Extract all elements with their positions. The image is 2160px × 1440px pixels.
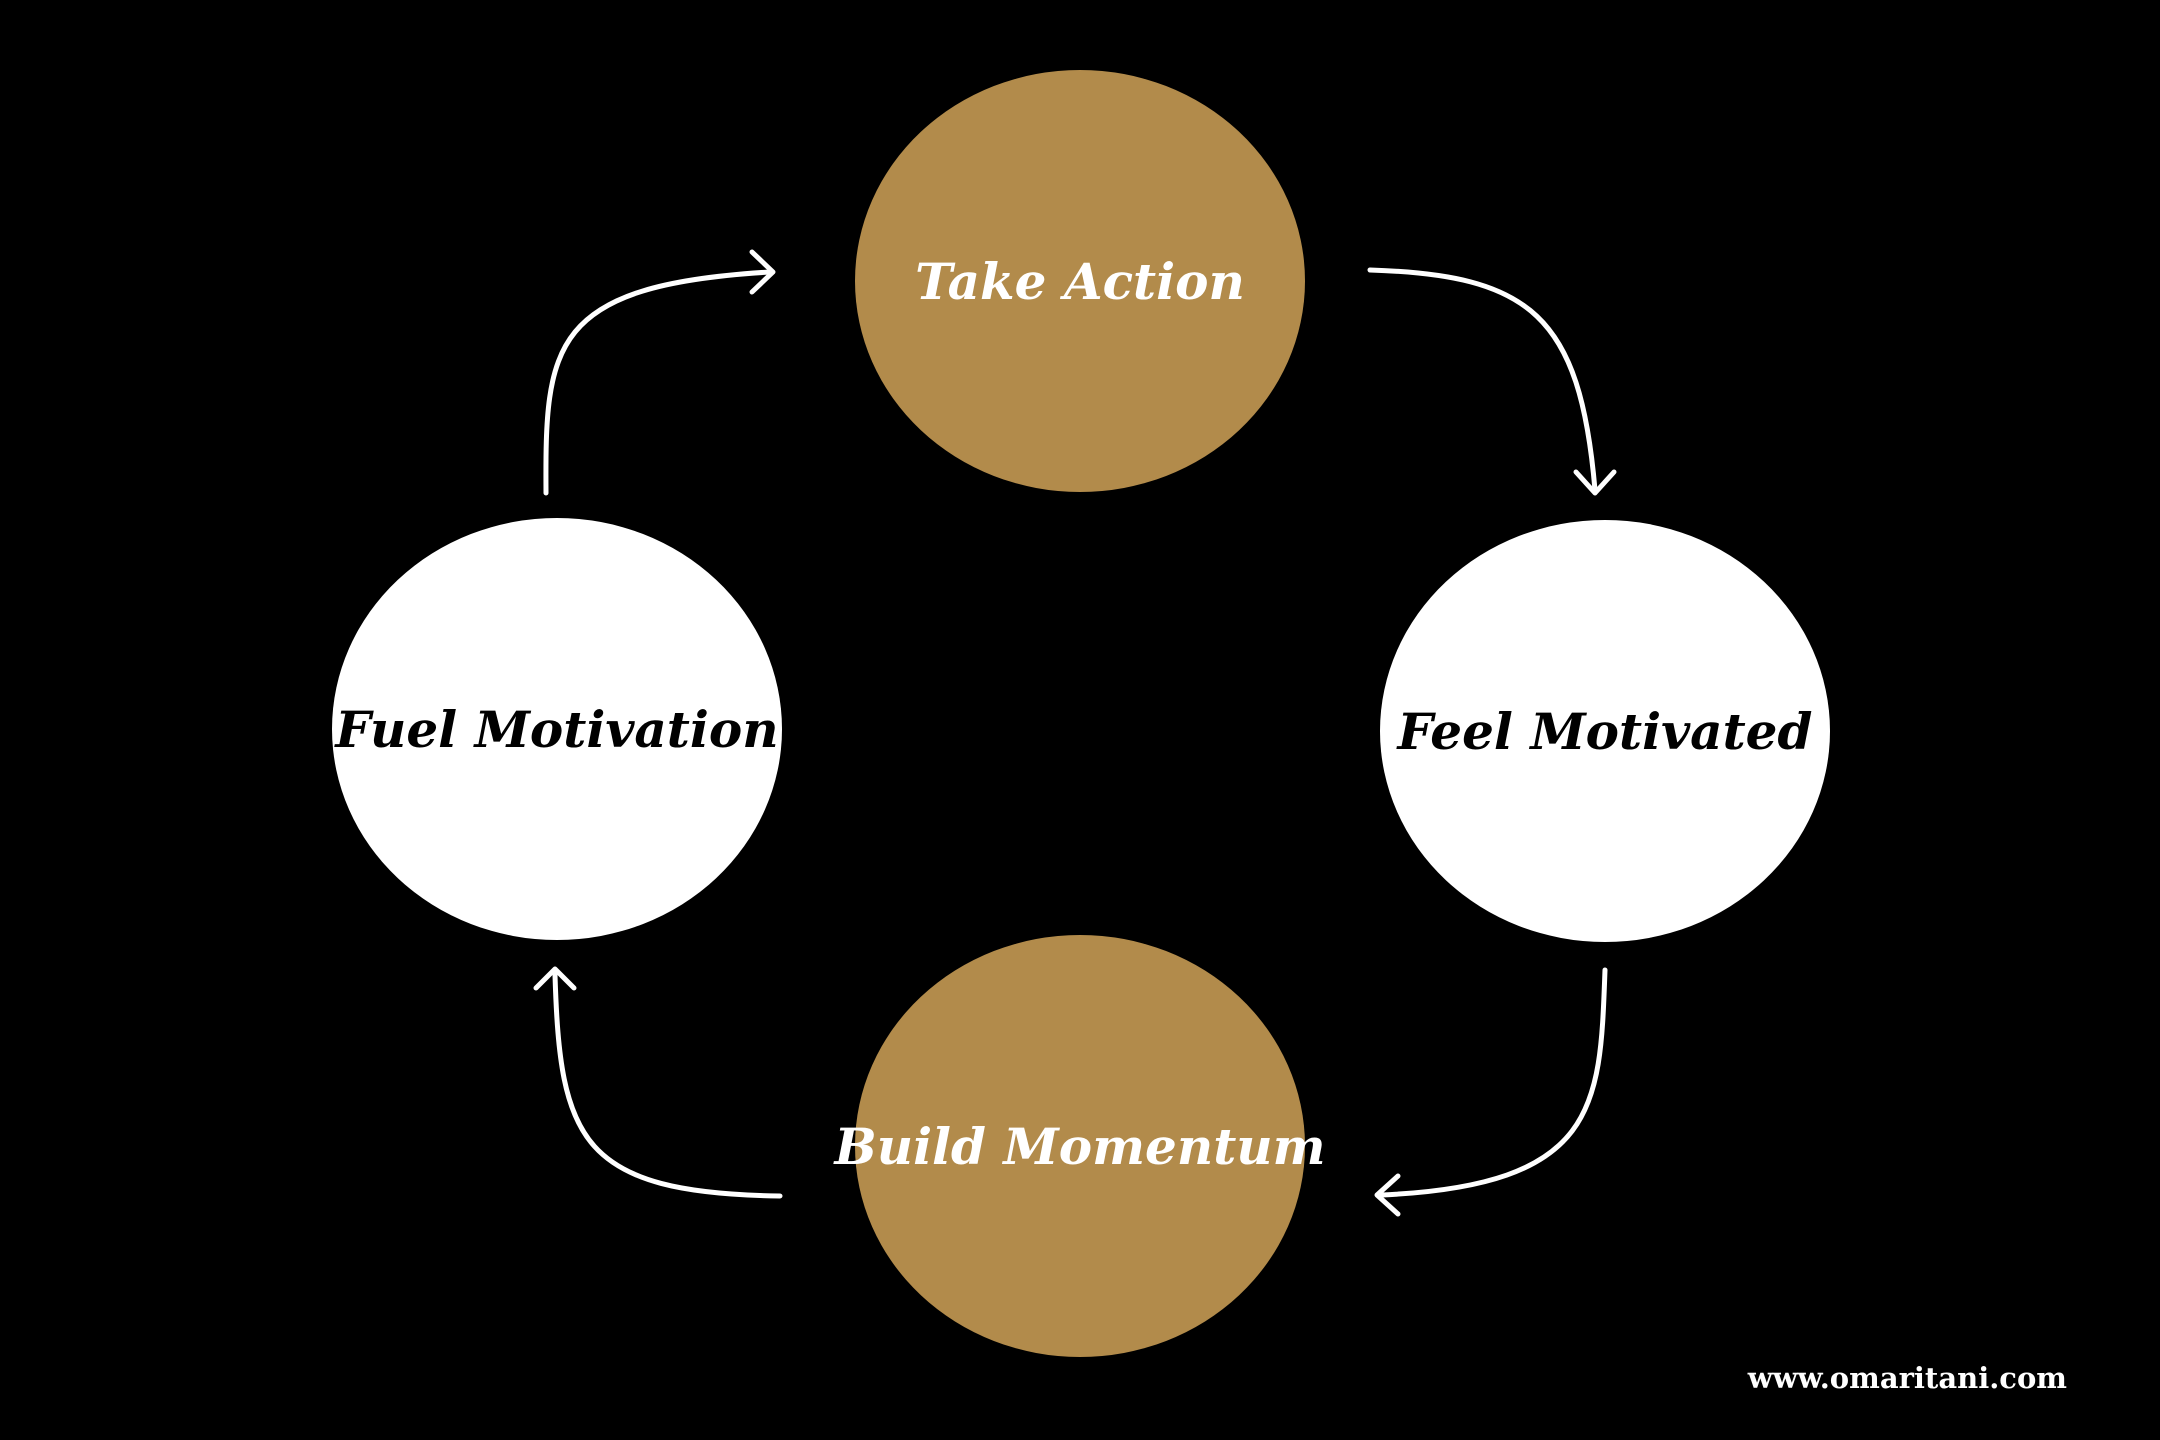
website-watermark: www.omaritani.com [1747, 1361, 2067, 1395]
node-fuel-motivation: Fuel Motivation [332, 518, 782, 940]
arrow-take-action-to-feel-motivated [1367, 267, 1617, 496]
node-feel-motivated: Feel Motivated [1380, 520, 1830, 942]
arrow-build-momentum-to-fuel-motivation [533, 966, 783, 1199]
node-label: Feel Motivated [1397, 701, 1813, 761]
arrow-fuel-motivation-to-take-action [543, 249, 776, 496]
node-take-action: Take Action [855, 70, 1305, 492]
node-label: Fuel Motivation [335, 699, 779, 759]
arrow-feel-motivated-to-build-momentum [1374, 967, 1608, 1217]
node-label: Take Action [915, 251, 1245, 311]
node-label: Build Momentum [834, 1116, 1326, 1176]
node-build-momentum: Build Momentum [834, 935, 1326, 1357]
